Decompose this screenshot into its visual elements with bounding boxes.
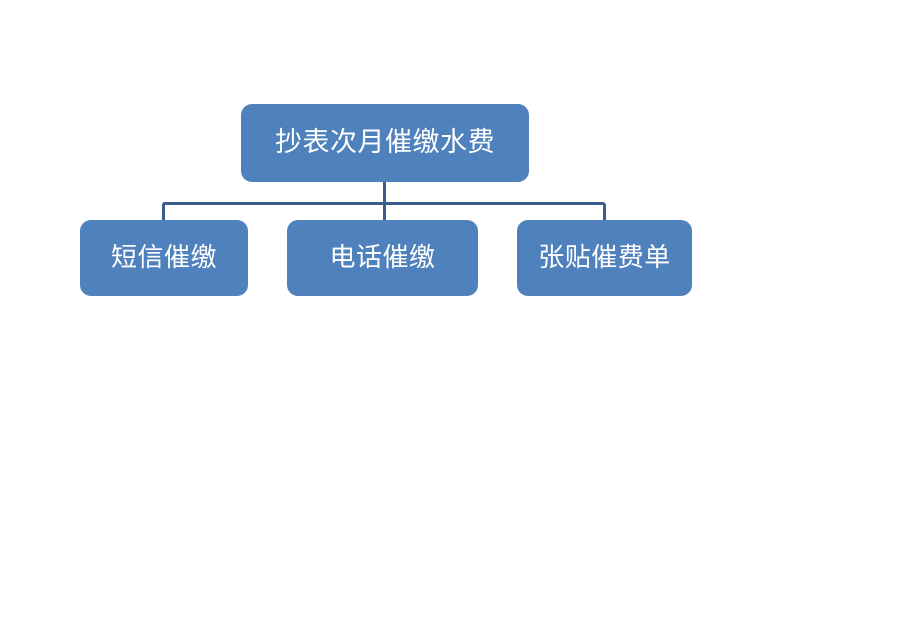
node-child-label: 电话催缴 [329, 242, 436, 273]
node-child-phone-reminder[interactable]: 电话催缴 [287, 220, 478, 296]
node-child-label: 张贴催费单 [538, 242, 671, 273]
node-child-sms-reminder[interactable]: 短信催缴 [80, 220, 248, 296]
node-child-posted-notice[interactable]: 张贴催费单 [517, 220, 692, 296]
node-root-label: 抄表次月催缴水费 [275, 127, 495, 159]
node-child-label: 短信催缴 [110, 242, 217, 273]
node-root[interactable]: 抄表次月催缴水费 [241, 104, 529, 182]
